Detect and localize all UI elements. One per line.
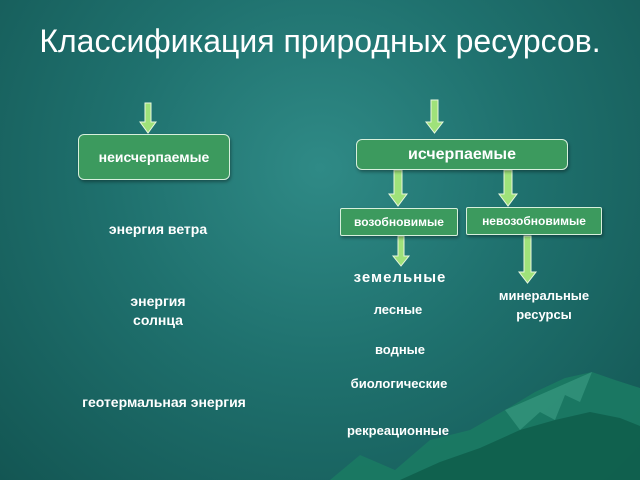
exhaustible-box: исчерпаемые (356, 139, 568, 170)
arrow-to-mineral (517, 235, 538, 284)
inexhaustible-box: неисчерпаемые (78, 134, 230, 180)
arrow-to-nonrenewable (498, 169, 518, 207)
renewable-item-land: земельные (353, 269, 447, 286)
renewable-item-biological: биологические (350, 376, 448, 391)
renewable-item-recreational: рекреационные (346, 423, 450, 438)
inexhaustible-label: неисчерпаемые (98, 148, 210, 165)
page-title: Классификация природных ресурсов. (39, 23, 601, 59)
nonrenewable-label: невозобновимые (482, 214, 586, 228)
inexhaustible-item-solar: энергия солнца (130, 293, 186, 328)
inexhaustible-item-geothermal: геотермальная энергия (82, 394, 246, 410)
renewable-item-water: водные (374, 342, 426, 357)
arrow-to-land (391, 235, 411, 267)
inexhaustible-item-wind: энергия ветра (108, 221, 208, 237)
exhaustible-label: исчерпаемые (408, 145, 516, 163)
nonrenewable-item-mineral: минеральные ресурсы (498, 288, 590, 322)
renewable-item-forest: лесные (373, 302, 423, 317)
arrow-to-inexhaustible (139, 102, 157, 134)
arrow-to-renewable (388, 169, 408, 207)
nonrenewable-box: невозобновимые (466, 207, 602, 235)
renewable-box: возобновимые (340, 208, 458, 236)
renewable-label: возобновимые (354, 215, 444, 229)
arrow-to-exhaustible (424, 99, 445, 134)
